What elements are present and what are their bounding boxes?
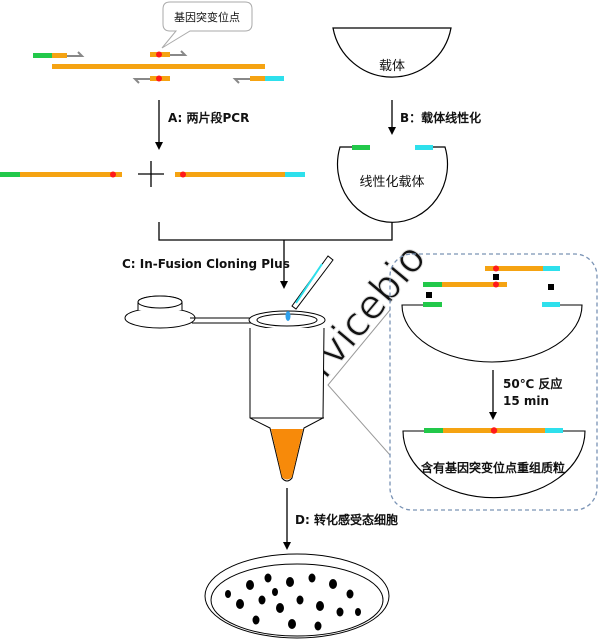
zoom-lines xyxy=(327,309,391,456)
centrifuge-tube xyxy=(124,255,334,482)
step-b-label: B：载体线性化 xyxy=(400,110,481,125)
step-a-label: A: 两片段PCR xyxy=(168,110,249,125)
linear-vector-label: 线性化载体 xyxy=(359,175,424,190)
combine-lines xyxy=(158,222,393,241)
recombinant-plasmid xyxy=(402,427,586,499)
reaction-detail-box xyxy=(389,253,598,511)
reaction-temp-label: 50℃ 反应 xyxy=(503,376,562,391)
vector-shape xyxy=(332,27,452,78)
infusion-reaction-detail xyxy=(401,265,583,363)
pcr-template-primers xyxy=(33,50,284,84)
vector-label: 载体 xyxy=(379,59,405,74)
petri-dish xyxy=(204,553,390,639)
step-c-label: C: In-Fusion Cloning Plus xyxy=(122,257,290,271)
callout-text: 基因突变位点 xyxy=(174,10,240,24)
step-d-label: D: 转化感受态细胞 xyxy=(295,512,398,527)
pcr-fragments xyxy=(0,161,305,187)
recombinant-label: 含有基因突变位点重组质粒 xyxy=(421,460,565,475)
reaction-time-label: 15 min xyxy=(503,394,549,408)
mutation-site-callout: 基因突变位点 xyxy=(161,1,253,49)
